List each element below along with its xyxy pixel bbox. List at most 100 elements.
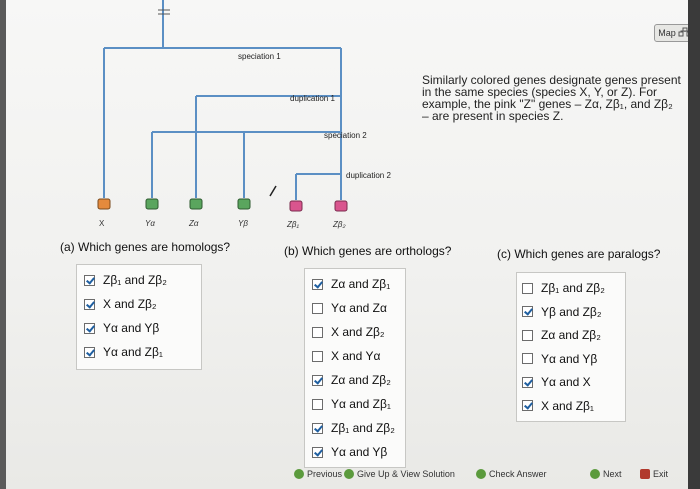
gene-label-y-beta: Yβ — [238, 219, 248, 228]
next-label: Next — [603, 469, 622, 479]
option-c-1[interactable]: Yβ and Zβ₂ — [522, 305, 602, 319]
orthologs-panel — [304, 268, 406, 468]
option-label: Zα and Zβ₁ — [331, 277, 391, 291]
exit-label: Exit — [653, 469, 669, 479]
checkbox[interactable] — [312, 302, 323, 314]
checkbox[interactable] — [522, 282, 533, 294]
paralogs-panel — [516, 272, 626, 422]
option-b-1[interactable]: Yα and Zα — [312, 301, 387, 315]
next-icon — [590, 469, 600, 479]
option-label: Yα and X — [541, 375, 591, 389]
speciation-2-label: speciation 2 — [324, 131, 367, 140]
check-icon — [476, 469, 486, 479]
question-c-text: (c) Which genes are paralogs? — [497, 247, 661, 261]
option-a-3[interactable]: Yα and Zβ₁ — [84, 345, 163, 359]
duplication-2-branch — [295, 173, 342, 200]
gene-label-z-alpha: Zα — [189, 219, 199, 228]
instruction-note: Similarly colored genes designate genes … — [422, 73, 681, 123]
checkbox[interactable] — [84, 346, 95, 358]
gene-label-y-alpha: Yα — [145, 219, 155, 228]
option-label: Zα and Zβ₂ — [541, 328, 601, 342]
give-up-label: Give Up & View Solution — [357, 469, 455, 479]
option-label: X and Zβ₂ — [331, 325, 385, 339]
next-button[interactable]: Next — [590, 469, 622, 479]
checkbox[interactable] — [312, 326, 323, 338]
option-label: Yα and Yβ — [103, 321, 160, 335]
option-c-3[interactable]: Yα and Yβ — [522, 352, 597, 366]
annotation-arrow — [269, 185, 277, 197]
leaf-marker-z-alpha — [189, 198, 203, 210]
option-b-7[interactable]: Yα and Yβ — [312, 445, 387, 459]
give-up-button[interactable]: Give Up & View Solution — [344, 469, 455, 479]
checkbox[interactable] — [522, 400, 533, 411]
option-c-4[interactable]: Yα and X — [522, 375, 591, 389]
checkbox[interactable] — [84, 298, 95, 310]
checkbox[interactable] — [522, 306, 533, 317]
option-c-0[interactable]: Zβ₁ and Zβ₂ — [522, 281, 605, 295]
question-a-text: (a) Which genes are homologs? — [60, 240, 231, 254]
map-button[interactable]: Map — [654, 24, 692, 42]
option-label: X and Zβ₁ — [541, 398, 594, 413]
checkbox[interactable] — [312, 446, 323, 458]
checkbox[interactable] — [522, 329, 533, 341]
option-b-6[interactable]: Zβ₁ and Zβ₂ — [312, 421, 395, 435]
right-edge-strip — [688, 0, 700, 489]
option-label: Yβ and Zβ₂ — [541, 304, 602, 319]
map-label: Map — [658, 28, 676, 38]
option-label: Yα and Zα — [331, 301, 387, 315]
check-answer-button[interactable]: Check Answer — [476, 469, 547, 479]
option-label: Zβ₁ and Zβ₂ — [541, 281, 605, 295]
option-label: Zβ₁ and Zβ₂ — [103, 273, 167, 287]
leaf-marker-z-beta-1 — [289, 200, 303, 212]
option-b-4[interactable]: Zα and Zβ₂ — [312, 373, 391, 387]
option-a-2[interactable]: Yα and Yβ — [84, 321, 159, 335]
gene-label-x: X — [99, 219, 105, 228]
homologs-panel — [76, 264, 202, 370]
checkbox[interactable] — [312, 374, 323, 386]
gene-label-z-beta-1: Zβ₁ — [287, 220, 299, 229]
speciation-1-branch — [103, 47, 342, 198]
option-b-3[interactable]: X and Yα — [312, 349, 380, 363]
checkbox[interactable] — [312, 422, 323, 434]
leaf-marker-y-alpha — [145, 198, 159, 210]
previous-icon — [294, 469, 304, 479]
option-label: Yα and Yβ — [541, 351, 598, 366]
leaf-marker-z-beta-2 — [334, 200, 348, 212]
option-label: X and Yα — [331, 349, 381, 363]
option-label: Yα and Yβ — [331, 445, 388, 459]
option-b-5[interactable]: Yα and Zβ₁ — [312, 397, 391, 411]
leaf-marker-y-beta — [237, 198, 251, 210]
option-label: Yα and Zβ₁ — [103, 345, 163, 359]
question-b-text: (b) Which genes are orthologs? — [284, 244, 452, 258]
root-tick — [158, 9, 170, 15]
option-label: X and Zβ₂ — [103, 297, 157, 311]
previous-label: Previous — [307, 469, 343, 479]
checkbox[interactable] — [84, 274, 95, 286]
checkbox[interactable] — [312, 350, 323, 362]
gene-tree-diagram — [97, 0, 348, 212]
checkbox[interactable] — [522, 376, 533, 388]
speciation-2-inner — [152, 131, 197, 198]
leaf-marker-x — [97, 198, 111, 210]
option-c-5[interactable]: X and Zβ₁ — [522, 399, 594, 413]
checkbox[interactable] — [84, 322, 95, 334]
option-a-1[interactable]: X and Zβ₂ — [84, 297, 157, 311]
option-a-0[interactable]: Zβ₁ and Zβ₂ — [84, 273, 167, 287]
exit-icon — [640, 469, 650, 479]
option-b-2[interactable]: X and Zβ₂ — [312, 325, 385, 339]
duplication-2-label: duplication 2 — [346, 171, 391, 180]
option-c-2[interactable]: Zα and Zβ₂ — [522, 328, 601, 342]
previous-button[interactable]: Previous — [294, 469, 342, 479]
tutorial-screen: Map speciation 1 duplication 1 speciatio… — [6, 0, 692, 489]
speciation-2-branch — [151, 131, 342, 198]
checkbox[interactable] — [522, 353, 533, 364]
option-b-0[interactable]: Zα and Zβ₁ — [312, 277, 390, 291]
duplication-1-branch — [195, 95, 342, 185]
gene-label-z-beta-2: Zβ₂ — [333, 220, 346, 229]
checkbox[interactable] — [312, 398, 323, 410]
option-label: Zβ₁ and Zβ₂ — [331, 421, 395, 435]
exit-button[interactable]: Exit — [640, 469, 668, 479]
check-label: Check Answer — [489, 469, 547, 479]
give-up-icon — [344, 469, 354, 479]
checkbox[interactable] — [312, 278, 323, 290]
